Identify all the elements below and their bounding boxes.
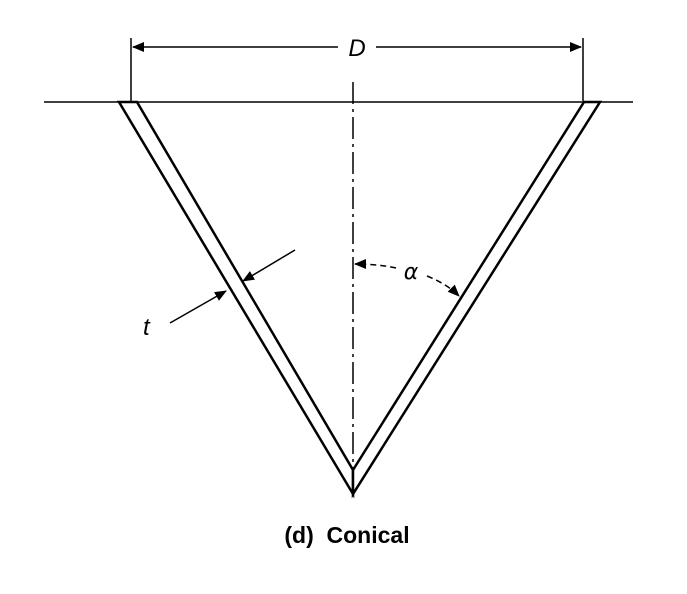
angle-arc-left: [354, 259, 397, 270]
cone-wall-left: [116, 100, 355, 499]
thickness-leader-outer: [169, 290, 227, 324]
cone-wall-right: [351, 100, 603, 499]
diameter-label: D: [348, 35, 365, 62]
angle-arc-right: [426, 275, 460, 297]
figure-caption: (d) Conical: [284, 522, 409, 548]
thickness-leader-inner: [242, 249, 296, 282]
thickness-label: t: [143, 314, 151, 341]
angle-label: α: [404, 260, 419, 285]
